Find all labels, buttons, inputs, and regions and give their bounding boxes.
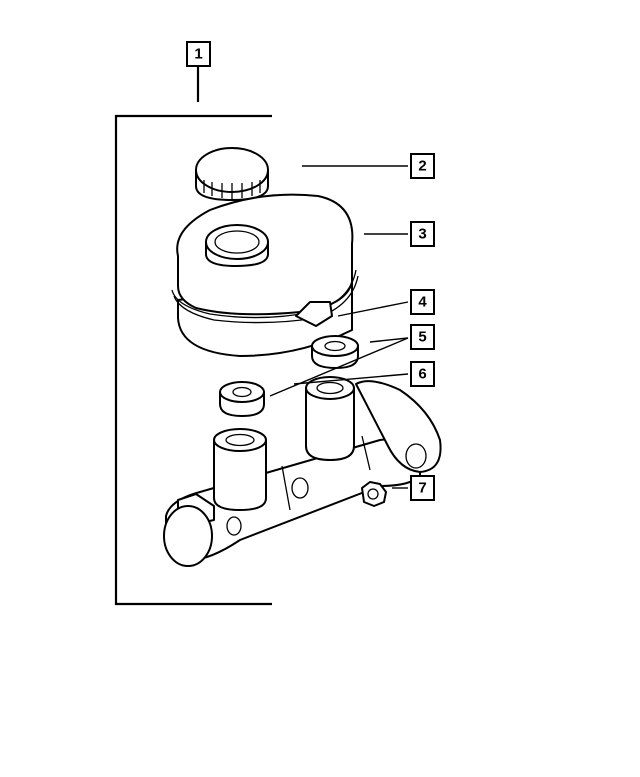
leader-lines [269, 165, 409, 489]
master-cylinder-body [163, 376, 442, 567]
callout-label: 3 [418, 226, 426, 243]
callout-label: 6 [418, 366, 426, 383]
callout-label: 1 [194, 46, 202, 63]
callout-7: 7 [410, 475, 435, 501]
callout-3: 3 [410, 221, 435, 247]
assembly-bracket [114, 67, 272, 606]
callout-label: 2 [418, 158, 426, 175]
callout-2: 2 [410, 153, 435, 179]
hex-nut [361, 481, 387, 507]
callout-6: 6 [410, 361, 435, 387]
reservoir-cap [195, 147, 269, 201]
callout-1: 1 [186, 41, 211, 67]
grommet-lower [219, 381, 265, 417]
grommet-upper [311, 335, 359, 369]
callout-label: 7 [418, 480, 426, 497]
fluid-reservoir [171, 193, 359, 357]
callout-5: 5 [410, 324, 435, 350]
callout-4: 4 [410, 289, 435, 315]
callout-label: 4 [418, 294, 427, 311]
callout-label: 5 [418, 329, 426, 346]
